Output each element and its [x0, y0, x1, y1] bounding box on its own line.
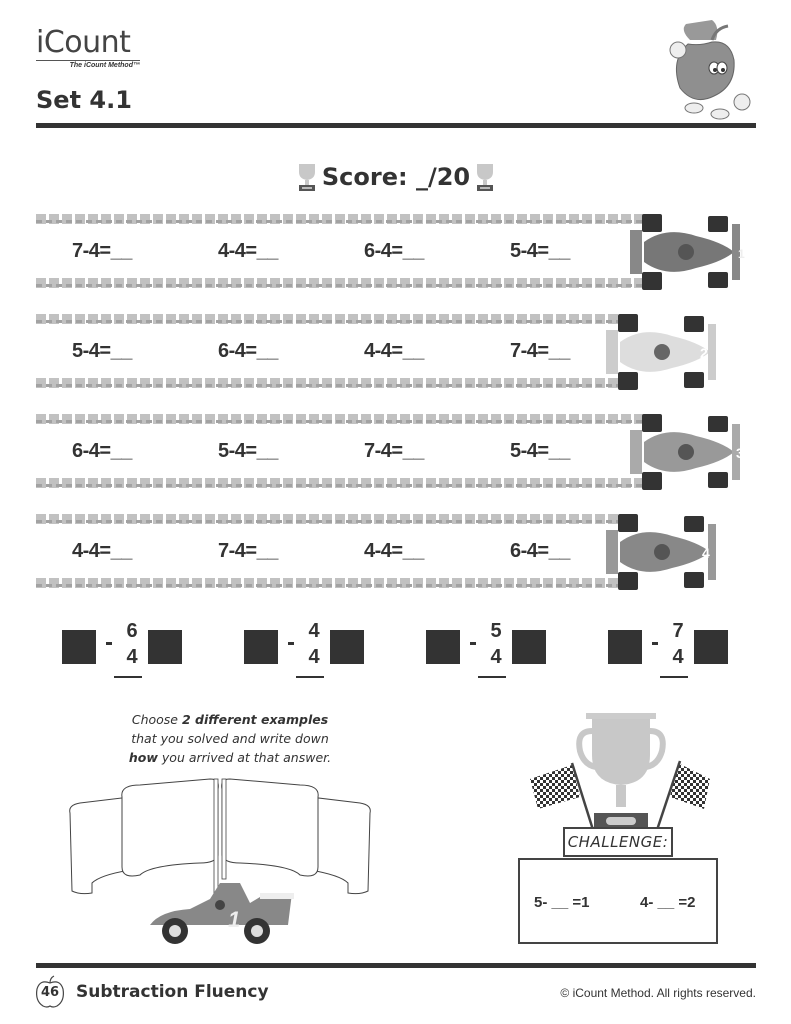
race-lane-4: 4-4=__ 7-4=__ 4-4=__ 6-4=__ 4 [36, 512, 756, 592]
copyright: © iCount Method. All rights reserved. [560, 986, 756, 1000]
answer-line[interactable] [296, 676, 324, 678]
svg-text:1: 1 [738, 247, 745, 261]
answer-line[interactable] [660, 676, 688, 678]
answer-line[interactable] [114, 676, 142, 678]
challenge-label: CHALLENGE: [563, 827, 673, 857]
track-marks-bottom [36, 478, 646, 488]
instructions-text: Choose 2 different examples that you sol… [128, 712, 332, 765]
subtrahend: 4 [672, 646, 684, 668]
problem-field[interactable]: 6-4=__ [218, 340, 278, 362]
race-lane-1: 7-4=__ 4-4=__ 6-4=__ 5-4=__ 1 [36, 212, 756, 292]
header-divider [36, 123, 756, 128]
minuend: 5 [490, 620, 502, 642]
svg-text:2: 2 [700, 345, 708, 361]
page-number-badge: 46 [34, 975, 66, 1009]
race-lane-2: 5-4=__ 6-4=__ 4-4=__ 7-4=__ 2 [36, 312, 756, 392]
minus-sign [288, 642, 294, 645]
challenge-problem[interactable]: 5- __ =1 [534, 894, 590, 911]
race-car-icon: 3 [630, 414, 744, 490]
problem-field[interactable]: 7-4=__ [510, 340, 570, 362]
svg-text:3: 3 [736, 445, 744, 461]
vertical-problem: 4 4 [244, 620, 364, 685]
problem-field[interactable]: 5-4=__ [218, 440, 278, 462]
page-title: Set 4.1 [36, 86, 132, 114]
answer-box[interactable] [148, 630, 182, 664]
trophy-icon [477, 164, 494, 191]
score-label: Score: _/20 [321, 163, 471, 191]
problem-field[interactable]: 6-4=__ [72, 440, 132, 462]
problem-field[interactable]: 7-4=__ [72, 240, 132, 262]
problem-field[interactable]: 4-4=__ [72, 540, 132, 562]
vertical-problems: 6 4 4 4 5 4 7 4 [60, 620, 740, 685]
answer-box[interactable] [426, 630, 460, 664]
subtrahend: 4 [490, 646, 502, 668]
track-marks-bottom [36, 578, 621, 588]
svg-text:4: 4 [702, 545, 710, 561]
apple-outline-icon [36, 975, 64, 1008]
problem-field[interactable]: 5-4=__ [510, 240, 570, 262]
race-car-icon: 1 [630, 214, 745, 290]
minuend: 7 [672, 620, 684, 642]
problem-field[interactable]: 4-4=__ [218, 240, 278, 262]
vertical-problem: 7 4 [608, 620, 728, 685]
logo-tagline: The iCount Method™ [69, 62, 140, 69]
answer-line[interactable] [478, 676, 506, 678]
logo-divider [36, 60, 140, 61]
race-car-icon: 2 [606, 314, 716, 390]
problem-field[interactable]: 7-4=__ [364, 440, 424, 462]
minus-sign [106, 642, 112, 645]
footer-divider [36, 963, 756, 968]
race-lane-3: 6-4=__ 5-4=__ 7-4=__ 5-4=__ 3 [36, 412, 756, 492]
track-marks-top [36, 414, 646, 424]
minus-sign [470, 642, 476, 645]
problem-field[interactable]: 6-4=__ [510, 540, 570, 562]
svg-text:1: 1 [228, 907, 240, 932]
footer-title: Subtraction Fluency [76, 982, 269, 1002]
track-marks-bottom [36, 278, 646, 288]
problem-field[interactable]: 5-4=__ [510, 440, 570, 462]
track-marks-top [36, 214, 646, 224]
logo-text: iCount [36, 25, 131, 60]
race-car-icon: 4 [606, 514, 716, 590]
problem-field[interactable]: 7-4=__ [218, 540, 278, 562]
answer-box[interactable] [244, 630, 278, 664]
answer-box[interactable] [694, 630, 728, 664]
icount-logo: iCount The iCount Method™ [36, 28, 146, 69]
challenge-box: 5- __ =1 4- __ =2 [518, 858, 718, 944]
answer-box[interactable] [62, 630, 96, 664]
problem-field[interactable]: 4-4=__ [364, 540, 424, 562]
apple-mascot-icon [669, 20, 751, 120]
challenge-problem[interactable]: 4- __ =2 [640, 894, 696, 911]
subtrahend: 4 [126, 646, 138, 668]
score-area: Score: _/20 [285, 160, 507, 194]
track-marks-top [36, 314, 621, 324]
vertical-problem: 5 4 [426, 620, 546, 685]
problem-field[interactable]: 5-4=__ [72, 340, 132, 362]
track-marks-bottom [36, 378, 621, 388]
writing-flags-area[interactable]: 1 [60, 775, 380, 950]
answer-box[interactable] [608, 630, 642, 664]
problem-field[interactable]: 6-4=__ [364, 240, 424, 262]
page-number: 46 [40, 985, 60, 1000]
problem-field[interactable]: 4-4=__ [364, 340, 424, 362]
minuend: 6 [126, 620, 138, 642]
trophy-icon [298, 164, 315, 191]
minus-sign [652, 642, 658, 645]
minuend: 4 [308, 620, 320, 642]
trophy-with-flags-icon [530, 713, 710, 834]
answer-box[interactable] [512, 630, 546, 664]
vertical-problem: 6 4 [62, 620, 182, 685]
track-marks-top [36, 514, 621, 524]
subtrahend: 4 [308, 646, 320, 668]
answer-box[interactable] [330, 630, 364, 664]
